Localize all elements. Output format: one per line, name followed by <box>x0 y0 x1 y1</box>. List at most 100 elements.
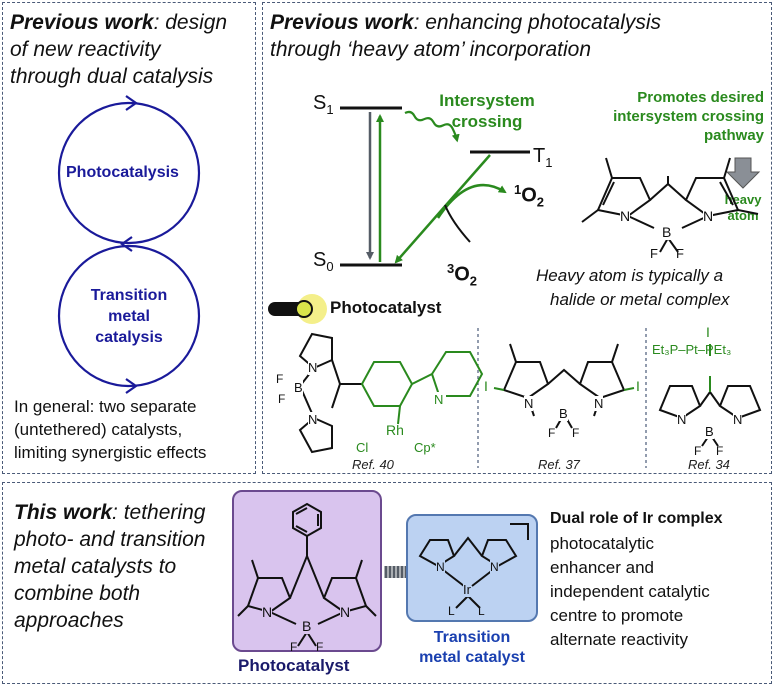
this-work-f-left: F <box>290 640 298 654</box>
s1-sub: 1 <box>326 102 334 117</box>
ref40-f2: F <box>278 392 286 406</box>
bodipy-top-b: B <box>662 224 672 240</box>
ref34-label: Ref. 34 <box>688 457 730 472</box>
dual-role-line1: photocatalytic <box>550 534 654 553</box>
dual-role-line4: centre to promote <box>550 606 684 625</box>
dual-role-title: Dual role of Ir complex <box>550 510 723 527</box>
bodipy-top-n-left: N <box>620 208 631 224</box>
right-title-line2: through ‘heavy atom’ incorporation <box>270 38 592 61</box>
singlet-o2-letter: O <box>521 184 537 207</box>
dual-role-line5: alternate reactivity <box>550 630 688 649</box>
ir-ligand-right: L <box>478 604 485 618</box>
bodipy-top-f-right: F <box>676 246 684 261</box>
bottom-title-line3: metal catalysts to <box>14 555 177 578</box>
left-title-line3: through dual catalysis <box>10 65 214 88</box>
promotes-label: Promotes desired intersystem crossing pa… <box>590 88 764 145</box>
promotes-line2: intersystem crossing <box>613 108 764 125</box>
jablonski-photocatalyst-label: Photocatalyst <box>330 298 442 317</box>
this-work-f-right: F <box>316 640 324 654</box>
left-title-line2: of new reactivity <box>10 38 161 61</box>
tm-catalyst-box <box>406 514 538 622</box>
singlet-oxygen-label: 1O2 <box>514 182 544 210</box>
ref40-f1: F <box>276 372 284 386</box>
bottom-title-bold: This work <box>14 501 113 524</box>
triplet-oxygen-label: 3O2 <box>447 261 477 289</box>
tm-catalyst-label: Transition metal catalyst <box>400 628 544 668</box>
heavy-atom-line2: atom <box>727 208 759 223</box>
bottom-title-line5: approaches <box>14 609 124 632</box>
ir-n-left: N <box>436 560 445 574</box>
bottom-panel <box>2 482 772 684</box>
this-work-b: B <box>302 618 312 634</box>
singlet-o2-sub: 2 <box>536 194 545 210</box>
promotes-line3: pathway <box>703 127 764 144</box>
bodipy-top-n-right: N <box>703 208 714 224</box>
bottom-title-rest: : tethering <box>112 501 206 524</box>
ref40-b: B <box>294 380 303 395</box>
ref40-n2: N <box>308 412 318 427</box>
bottom-title-line1: This work: tethering <box>14 500 205 526</box>
right-title-bold: Previous work <box>270 11 414 34</box>
this-work-n-right: N <box>340 604 351 620</box>
ref34-n-left: N <box>677 412 687 427</box>
bodipy-top-f-left: F <box>650 246 658 261</box>
right-panel <box>262 2 772 474</box>
ir-ligand-left: L <box>448 604 455 618</box>
heavy-atom-line1: heavy <box>724 192 762 207</box>
ref40-n-pyridine: N <box>434 392 444 407</box>
this-work-photocatalyst-label: Photocatalyst <box>238 656 350 675</box>
t1-letter: T <box>533 145 546 167</box>
s1-label: S1 <box>313 92 334 117</box>
ref34-pt-line: Et₃P–Pt–PEt₃ <box>652 342 732 357</box>
t1-sub: 1 <box>545 155 553 170</box>
isc-label-line2: crossing <box>451 112 523 131</box>
ref37-n-right: N <box>594 396 604 411</box>
ref34-n-right: N <box>733 412 743 427</box>
bottom-title-line4: combine both <box>14 582 141 605</box>
ref37-i-left: I <box>484 378 488 394</box>
t1-label: T1 <box>533 145 552 170</box>
left-title-line1: Previous work: design <box>10 10 227 36</box>
heavy-atom-label: heavy atom <box>716 192 770 224</box>
dual-role-line3: independent catalytic <box>550 582 710 601</box>
ir-n-right: N <box>490 560 499 574</box>
ref37-i-right: I <box>636 378 640 394</box>
ref37-b: B <box>559 406 568 421</box>
ref40-label: Ref. 40 <box>352 457 394 472</box>
left-panel <box>2 2 256 474</box>
left-title-rest: : design <box>153 11 228 34</box>
this-work-n-left: N <box>262 604 273 620</box>
isc-label-line1: Intersystem <box>439 91 535 110</box>
photocatalysis-label: Photocatalysis <box>66 164 179 181</box>
ir-atom: Ir <box>463 582 471 597</box>
ref34-f-left: F <box>694 444 702 458</box>
singlet-o2-sup: 1 <box>514 182 522 197</box>
triplet-o2-sup: 3 <box>447 261 455 276</box>
s1-letter: S <box>313 92 327 114</box>
ref34-i: I <box>706 324 710 340</box>
ref40-rh: Rh <box>386 422 404 438</box>
heavy-note-line1: Heavy atom is typically a <box>536 266 724 285</box>
left-note-line2: (untethered) catalysts, <box>14 420 183 439</box>
left-note-line1: In general: two separate <box>14 397 197 416</box>
triplet-o2-letter: O <box>454 263 470 286</box>
tm-label-line1: Transition <box>433 629 511 646</box>
ref40-cp: Cp* <box>414 440 436 455</box>
tm-catalysis-label: Transition metal catalysis <box>90 287 168 346</box>
right-title-rest: : enhancing photocatalysis <box>413 11 662 34</box>
ref34-b: B <box>705 424 714 439</box>
bottom-title-line2: photo- and transition <box>14 528 206 551</box>
ref37-f-right: F <box>572 426 580 440</box>
left-title-bold: Previous work <box>10 11 154 34</box>
s0-sub: 0 <box>326 259 334 274</box>
ref34-f-right: F <box>716 444 724 458</box>
s0-letter: S <box>313 249 327 271</box>
ref37-f-left: F <box>548 426 556 440</box>
left-note-line3: limiting synergistic effects <box>14 443 207 462</box>
promotes-line1: Promotes desired <box>637 89 764 106</box>
right-title-line1: Previous work: enhancing photocatalysis <box>270 10 661 36</box>
heavy-note-line2: halide or metal complex <box>550 290 730 309</box>
ref40-cl: Cl <box>356 440 369 455</box>
ref37-n-left: N <box>524 396 534 411</box>
